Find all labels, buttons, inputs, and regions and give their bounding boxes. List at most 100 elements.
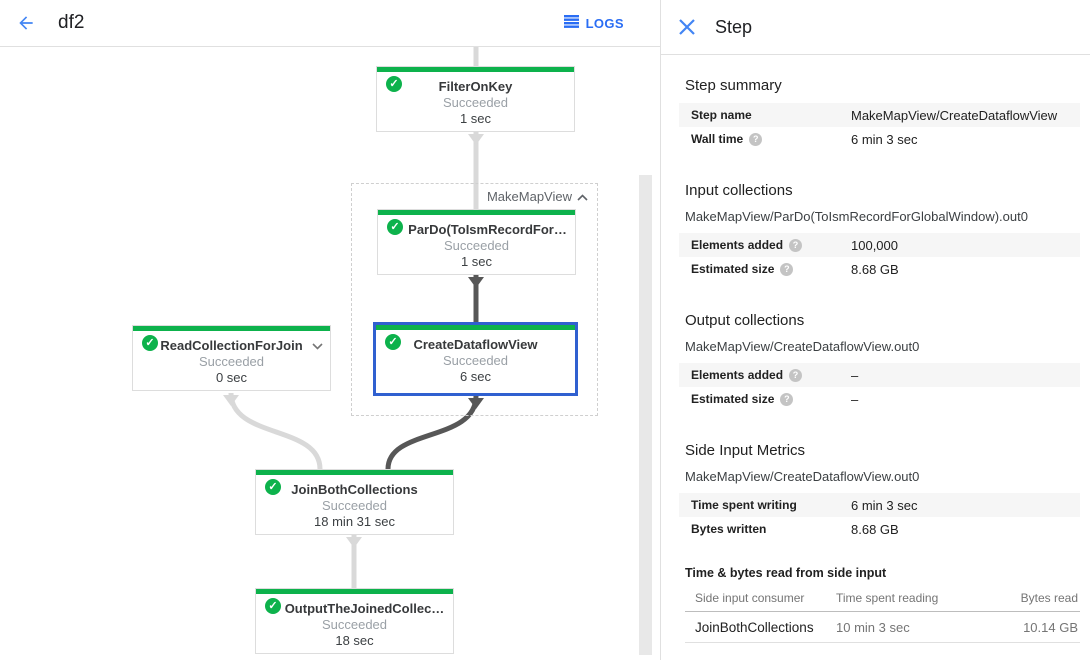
succeeded-check-icon: [142, 335, 158, 351]
row-label: Estimated size: [691, 262, 775, 276]
panel-header: Step: [661, 0, 1090, 55]
node-pardo-toismrecord[interactable]: ParDo(ToIsmRecordFor… Succeeded 1 sec: [377, 209, 576, 275]
row-value: 8.68 GB: [851, 261, 899, 277]
col-time-spent-reading: Time spent reading: [836, 590, 939, 605]
node-status: Succeeded: [442, 95, 509, 110]
row-step-name: Step name MakeMapView/CreateDataflowView: [679, 103, 1080, 127]
node-title: OutputTheJoinedCollec…: [284, 601, 445, 616]
side-input-table: Side input consumer Time spent reading B…: [685, 584, 1080, 643]
node-status-bar: [256, 589, 453, 594]
row-bytes-written: Bytes written 8.68 GB: [679, 517, 1080, 541]
logs-button-label: LOGS: [585, 16, 624, 31]
row-value: MakeMapView/CreateDataflowView: [851, 107, 1058, 123]
side-input-collection-name: MakeMapView/CreateDataflowView.out0: [685, 469, 920, 484]
node-status: Succeeded: [443, 238, 510, 253]
col-bytes-read: Bytes read: [1020, 590, 1078, 605]
cell-time-read: 10 min 3 sec: [836, 619, 910, 635]
row-time-spent-writing: Time spent writing 6 min 3 sec: [679, 493, 1080, 517]
node-time: 1 sec: [459, 111, 492, 126]
row-value: 100,000: [851, 237, 898, 253]
step-details-panel: Step Step summary Step name MakeMapView/…: [660, 0, 1090, 660]
input-collection-name: MakeMapView/ParDo(ToIsmRecordForGlobalWi…: [685, 209, 1028, 224]
node-time: 6 sec: [459, 369, 492, 384]
group-collapse-toggle[interactable]: MakeMapView: [487, 189, 588, 204]
help-icon[interactable]: [789, 368, 803, 382]
graph-edges: [223, 47, 484, 588]
top-toolbar: df2 LOGS: [0, 0, 660, 47]
row-value: –: [851, 367, 859, 383]
chevron-up-icon: [577, 189, 588, 204]
row-estimated-size: Estimated size –: [679, 387, 1080, 411]
help-icon[interactable]: [780, 392, 794, 406]
row-label: Elements added: [691, 368, 784, 382]
node-filteronkey[interactable]: FilterOnKey Succeeded 1 sec: [376, 66, 575, 132]
node-title: FilterOnKey: [438, 79, 513, 94]
row-elements-added: Elements added –: [679, 363, 1080, 387]
table-header-row: Side input consumer Time spent reading B…: [685, 584, 1080, 612]
help-icon[interactable]: [749, 132, 763, 146]
node-title: JoinBothCollections: [291, 482, 418, 497]
node-status-bar: [256, 470, 453, 475]
node-time: 1 sec: [460, 254, 493, 269]
node-readcollectionforjoin[interactable]: ReadCollectionForJoin Succeeded 0 sec: [132, 325, 331, 391]
row-value: 6 min 3 sec: [851, 497, 918, 513]
node-status: Succeeded: [442, 353, 509, 368]
section-step-summary: Step summary: [685, 77, 782, 94]
section-output-collections: Output collections: [685, 312, 805, 329]
side-input-table-heading: Time & bytes read from side input: [685, 566, 887, 580]
section-side-input-metrics: Side Input Metrics: [685, 442, 806, 459]
table-row: JoinBothCollections 10 min 3 sec 10.14 G…: [685, 612, 1080, 643]
succeeded-check-icon: [386, 76, 402, 92]
row-value: –: [851, 391, 859, 407]
node-status-bar: [378, 210, 575, 215]
row-estimated-size: Estimated size 8.68 GB: [679, 257, 1080, 281]
panel-title: Step: [715, 16, 753, 37]
job-graph-canvas: MakeMapView FilterOnKey Succeeded 1 sec …: [0, 47, 660, 660]
cell-consumer: JoinBothCollections: [695, 619, 814, 635]
succeeded-check-icon: [385, 334, 401, 350]
back-arrow-icon[interactable]: [14, 11, 38, 35]
node-title: ParDo(ToIsmRecordFor…: [408, 222, 567, 237]
node-joinbothcollections[interactable]: JoinBothCollections Succeeded 18 min 31 …: [255, 469, 454, 535]
panel-body: Step summary Step name MakeMapView/Creat…: [661, 77, 1090, 643]
node-title: CreateDataflowView: [413, 337, 538, 352]
group-makemapview: MakeMapView: [351, 183, 598, 416]
succeeded-check-icon: [265, 479, 281, 495]
group-label: MakeMapView: [486, 189, 572, 204]
job-title: df2: [58, 12, 85, 33]
help-icon[interactable]: [780, 262, 794, 276]
row-label: Time spent writing: [691, 498, 797, 512]
node-time: 18 sec: [335, 633, 374, 648]
close-icon[interactable]: [675, 15, 699, 39]
help-icon[interactable]: [789, 238, 803, 252]
output-collection-name: MakeMapView/CreateDataflowView.out0: [685, 339, 920, 354]
row-label: Bytes written: [691, 522, 767, 536]
graph-area: df2 LOGS: [0, 0, 660, 660]
row-label: Wall time: [691, 132, 744, 146]
row-elements-added: Elements added 100,000: [679, 233, 1080, 257]
node-status: Succeeded: [321, 498, 388, 513]
node-status-bar: [377, 67, 574, 72]
node-outputthejoinedcollection[interactable]: OutputTheJoinedCollec… Succeeded 18 sec: [255, 588, 454, 654]
row-value: 8.68 GB: [851, 521, 899, 537]
node-title: ReadCollectionForJoin: [160, 338, 303, 353]
chevron-down-icon[interactable]: [312, 337, 323, 355]
cell-bytes-read: 10.14 GB: [1023, 619, 1078, 635]
row-wall-time: Wall time 6 min 3 sec: [679, 127, 1080, 151]
row-label: Step name: [691, 108, 752, 122]
node-createdataflowview[interactable]: CreateDataflowView Succeeded 6 sec: [373, 322, 578, 396]
node-status: Succeeded: [198, 354, 265, 369]
row-value: 6 min 3 sec: [851, 131, 918, 147]
logs-icon: [563, 14, 579, 33]
succeeded-check-icon: [265, 598, 281, 614]
graph-vertical-scrollbar[interactable]: [639, 175, 652, 655]
row-label: Estimated size: [691, 392, 775, 406]
node-status-bar: [376, 325, 575, 330]
node-status: Succeeded: [321, 617, 388, 632]
logs-button[interactable]: LOGS: [563, 0, 624, 47]
node-time: 0 sec: [215, 370, 248, 385]
succeeded-check-icon: [387, 219, 403, 235]
node-time: 18 min 31 sec: [314, 514, 395, 529]
node-status-bar: [133, 326, 330, 331]
row-label: Elements added: [691, 238, 784, 252]
